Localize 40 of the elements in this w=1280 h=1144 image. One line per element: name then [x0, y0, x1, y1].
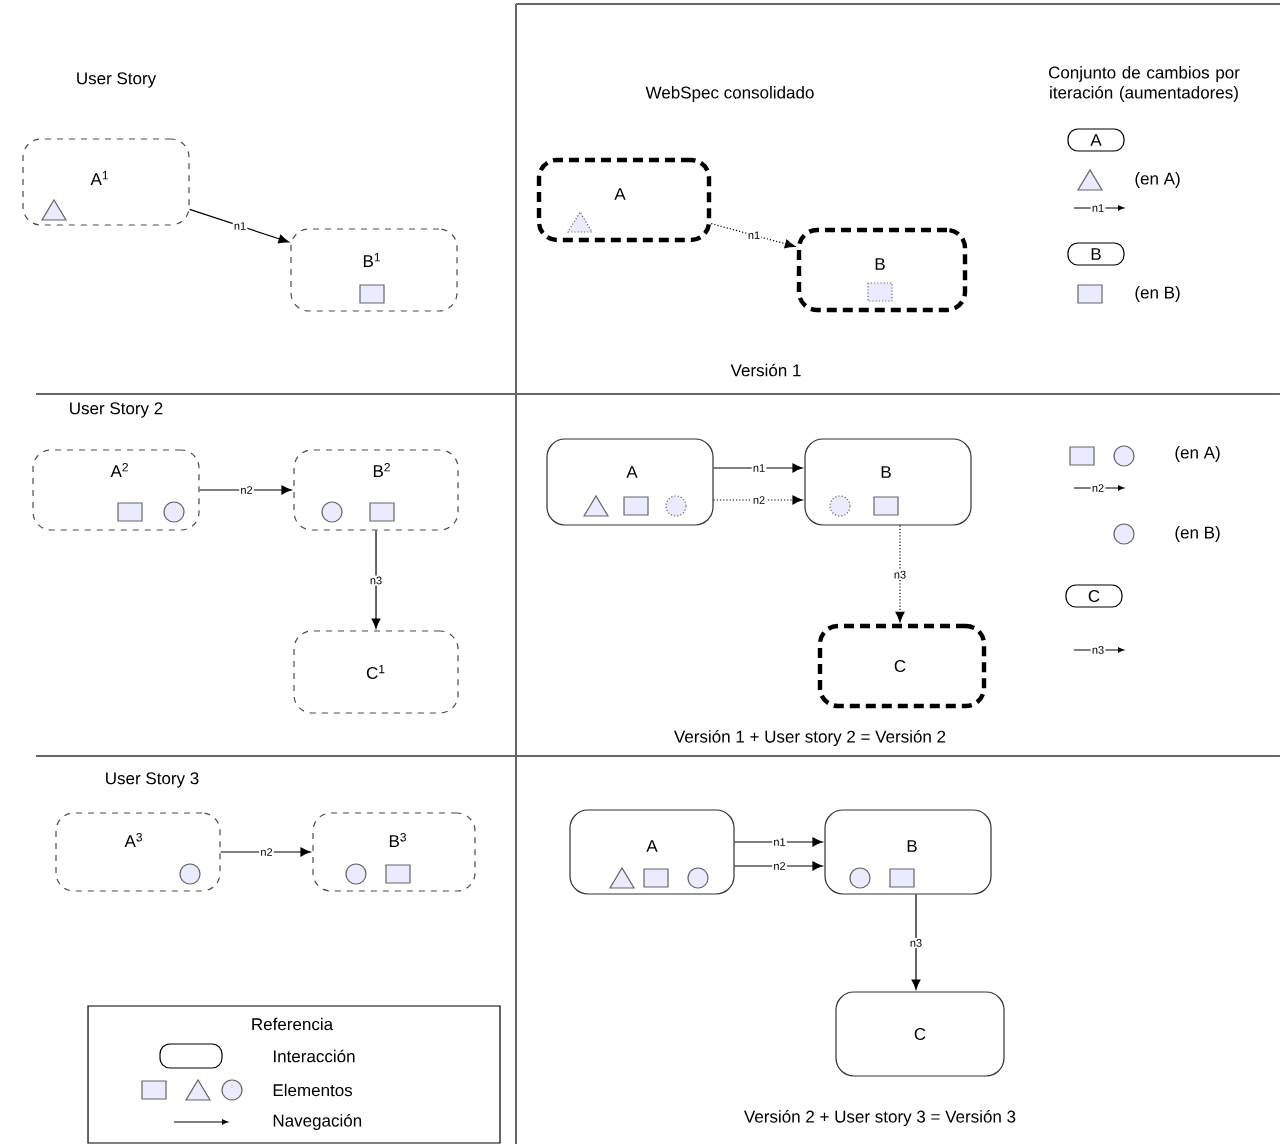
legend-text: Elementos — [273, 1083, 353, 1097]
heading: User Story 3 — [106, 772, 199, 788]
interaction-box: B$^{3}$ — [312, 812, 476, 892]
arrow — [895, 525, 905, 623]
arrow — [710, 223, 796, 249]
interaction-box: A — [536, 157, 712, 243]
interaction-box: C — [835, 991, 1005, 1077]
interaction-box: A$^{2}$ — [32, 449, 200, 531]
interaction-pill: B — [1067, 242, 1125, 266]
interaction-box: C$^{1}$ — [293, 630, 459, 714]
heading: Referencia — [252, 1017, 334, 1031]
interaction-box: A$^{1}$ — [22, 138, 190, 226]
legend-text: Navegación — [273, 1113, 362, 1130]
interaction-box: A$^{3}$ — [55, 812, 221, 892]
arrow — [220, 847, 311, 857]
note: (en A) — [1175, 446, 1220, 462]
arrow — [734, 837, 823, 847]
arrow — [713, 495, 803, 505]
interaction-box: B$^{1}$ — [290, 228, 458, 312]
arrow — [713, 463, 803, 473]
note: (en A) — [1135, 172, 1180, 188]
interaction-box: B$^{2}$ — [293, 449, 459, 531]
legend-text: Interacción — [274, 1049, 355, 1063]
arrow — [189, 208, 289, 244]
arrow — [371, 530, 381, 629]
heading: User Story 2 — [70, 402, 163, 418]
interaction-box: B — [796, 227, 968, 313]
interaction-box: B — [824, 809, 992, 895]
arrow — [734, 861, 823, 871]
interaction-box: C — [817, 623, 987, 709]
interaction-box: A — [546, 438, 714, 526]
interaction-pill: C — [1065, 584, 1123, 608]
interaction-box: B — [804, 438, 972, 526]
interaction-pill: A — [1067, 128, 1125, 152]
arrow — [911, 894, 921, 990]
interaction-box: A — [569, 809, 735, 895]
note: (en B) — [1175, 526, 1220, 542]
arrow — [199, 485, 292, 495]
heading: User Story — [77, 72, 157, 88]
heading: Versión 1 — [730, 363, 801, 377]
